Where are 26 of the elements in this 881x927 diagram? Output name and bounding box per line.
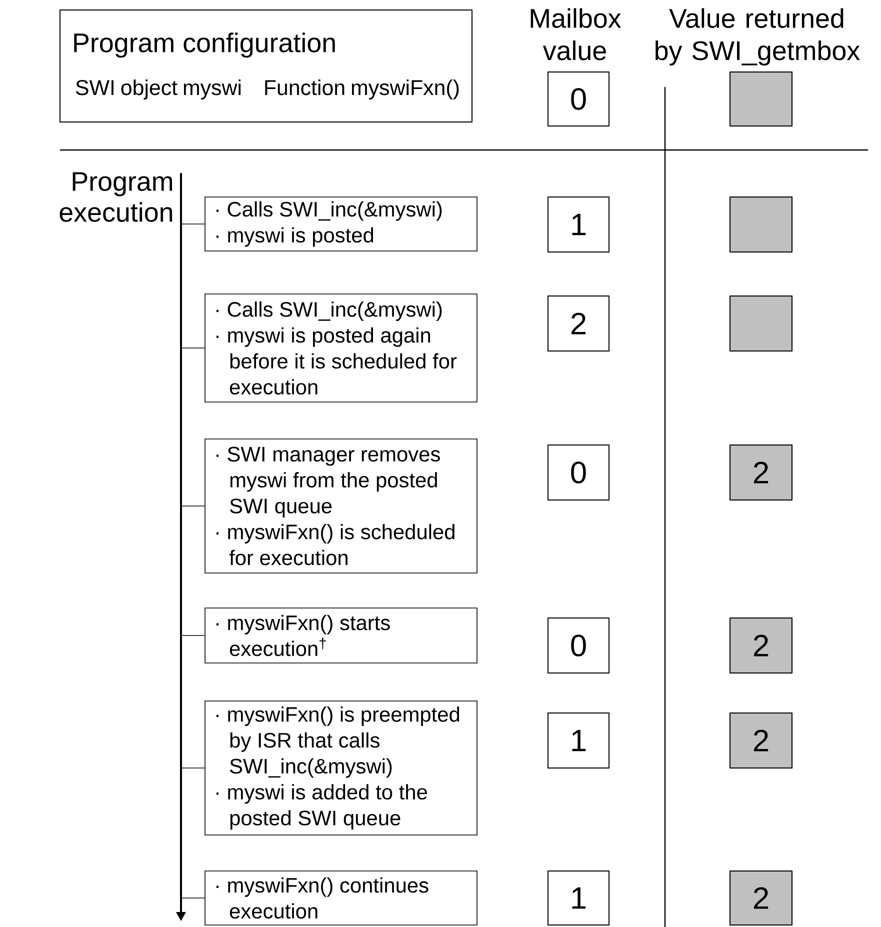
mailbox-value-box: 0 bbox=[548, 72, 610, 126]
step-box: · myswiFxn() is preempted by ISR that calls SWI_inc(&myswi) · myswi is added to the posted SWI queue bbox=[204, 700, 478, 836]
returned-value-box bbox=[730, 72, 792, 126]
returned-value-box: 2 bbox=[730, 444, 792, 500]
mailbox-value-box: 1 bbox=[548, 712, 610, 768]
returned-value-box: 2 bbox=[730, 712, 792, 768]
returned-value-box: 2 bbox=[730, 618, 792, 674]
returned-value-box: 2 bbox=[730, 870, 792, 926]
step-box: · myswiFxn() continues execution bbox=[204, 870, 478, 926]
mailbox-value-box: 1 bbox=[548, 196, 610, 252]
configuration-box: Program configuration SWI object myswi Function myswiFxn() bbox=[60, 10, 472, 122]
timeline-arrow bbox=[176, 173, 186, 921]
timeline-label: Program execution bbox=[60, 172, 172, 222]
connector bbox=[182, 635, 205, 636]
column-header: Value returned by SWI_getmbox bbox=[656, 8, 860, 66]
step-box: · Calls SWI_inc(&myswi) · myswi is posted bbox=[204, 196, 478, 252]
returned-value-box bbox=[730, 296, 792, 352]
returned-value-box bbox=[730, 196, 792, 252]
step-box: · myswiFxn() starts execution$^{†}$ bbox=[204, 608, 478, 664]
mailbox-value-box: 1 bbox=[548, 870, 610, 926]
step-box: · Calls SWI_inc(&myswi) · myswi is posted again before it is scheduled for execution bbox=[204, 294, 478, 402]
mailbox-value-box: 0 bbox=[548, 444, 610, 500]
mailbox-value-box: 2 bbox=[548, 296, 610, 352]
mailbox-value-box: 0 bbox=[548, 618, 610, 674]
step-box: · SWI manager removes myswi from the posted SWI queue · myswiFxn() is scheduled for execution bbox=[204, 438, 478, 574]
column-header: Mailbox value bbox=[530, 8, 622, 60]
